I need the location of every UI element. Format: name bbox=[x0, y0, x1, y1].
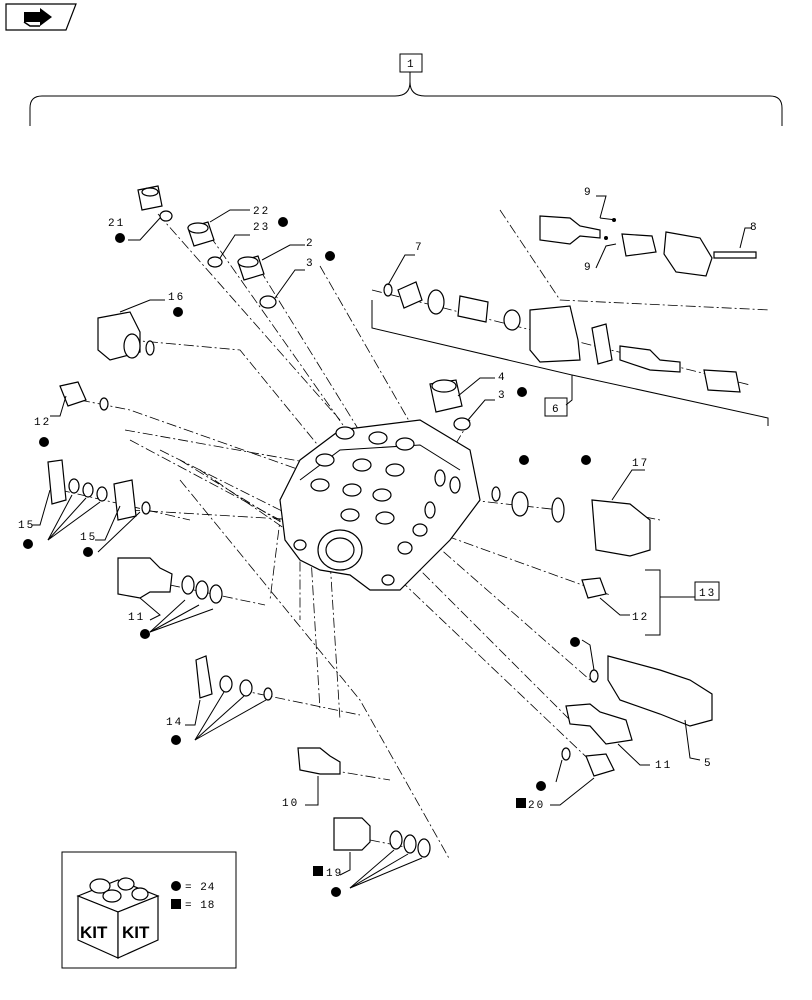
callout-23: 23 bbox=[253, 222, 270, 234]
callout-16: 16 bbox=[168, 292, 185, 304]
part-19-plug bbox=[333, 817, 431, 889]
callout-8: 8 bbox=[750, 222, 759, 234]
kit-markers bbox=[23, 217, 591, 897]
kit-label-left: KIT bbox=[80, 923, 108, 942]
callout-13: 13 bbox=[699, 588, 716, 600]
kit-square-count: = 18 bbox=[185, 900, 215, 912]
part-4-plug bbox=[429, 377, 495, 431]
callout-15a: 15 bbox=[18, 520, 35, 532]
callout-5: 5 bbox=[704, 758, 713, 770]
callout-2: 2 bbox=[306, 238, 315, 250]
callout-3b: 3 bbox=[498, 390, 507, 402]
kit-box-icon: KIT KIT bbox=[76, 877, 160, 959]
callout-14: 14 bbox=[166, 717, 183, 729]
callout-3a: 3 bbox=[306, 258, 315, 270]
part-5-actuator bbox=[581, 639, 713, 761]
kit-circle-count: = 24 bbox=[185, 882, 215, 894]
part-8-9-hardware bbox=[539, 195, 757, 277]
part-11-left-valve bbox=[117, 557, 223, 633]
callout-7: 7 bbox=[415, 242, 424, 254]
callout-17: 17 bbox=[632, 458, 649, 470]
part-17-cap bbox=[491, 469, 651, 557]
callout-19: 19 bbox=[326, 868, 343, 880]
callout-15b: 15 bbox=[80, 532, 97, 544]
callout-4: 4 bbox=[498, 372, 507, 384]
part-12-left-fitting bbox=[50, 381, 109, 417]
kit-legend: KIT KIT = 24 = 18 bbox=[61, 851, 237, 969]
callout-9b: 9 bbox=[584, 262, 593, 274]
callout-10: 10 bbox=[282, 798, 299, 810]
callout-9a: 9 bbox=[584, 187, 593, 199]
callout-11b: 11 bbox=[655, 760, 672, 772]
callout-20: 20 bbox=[528, 800, 545, 812]
callout-6: 6 bbox=[552, 404, 561, 416]
valve-body bbox=[279, 419, 481, 591]
callout-1: 1 bbox=[407, 59, 416, 71]
callout-22: 22 bbox=[253, 206, 270, 218]
callout-21: 21 bbox=[108, 218, 125, 230]
assembly-bracket bbox=[29, 53, 783, 126]
part-16-cap bbox=[97, 299, 165, 361]
part-11-right-valve bbox=[565, 703, 650, 766]
part-12-right-fitting bbox=[581, 569, 720, 636]
callout-12b: 12 bbox=[632, 612, 649, 624]
callout-labels: 1 21 22 23 2 3 16 12 15 15 11 14 10 19 7… bbox=[18, 59, 759, 880]
book-arrow-icon[interactable] bbox=[5, 3, 77, 31]
part-22-plug bbox=[187, 209, 250, 268]
kit-label-right: KIT bbox=[122, 923, 150, 942]
part-15-cover-assembly bbox=[32, 459, 151, 553]
part-10-cartridge bbox=[297, 747, 341, 806]
callout-12a: 12 bbox=[34, 417, 51, 429]
callout-11a: 11 bbox=[128, 612, 145, 624]
part-21-plug bbox=[128, 185, 173, 241]
part-2-plug bbox=[237, 244, 305, 309]
part-6-spool-assembly bbox=[371, 254, 769, 426]
part-14-cover-assembly bbox=[185, 655, 273, 741]
part-20-plug bbox=[550, 747, 615, 806]
